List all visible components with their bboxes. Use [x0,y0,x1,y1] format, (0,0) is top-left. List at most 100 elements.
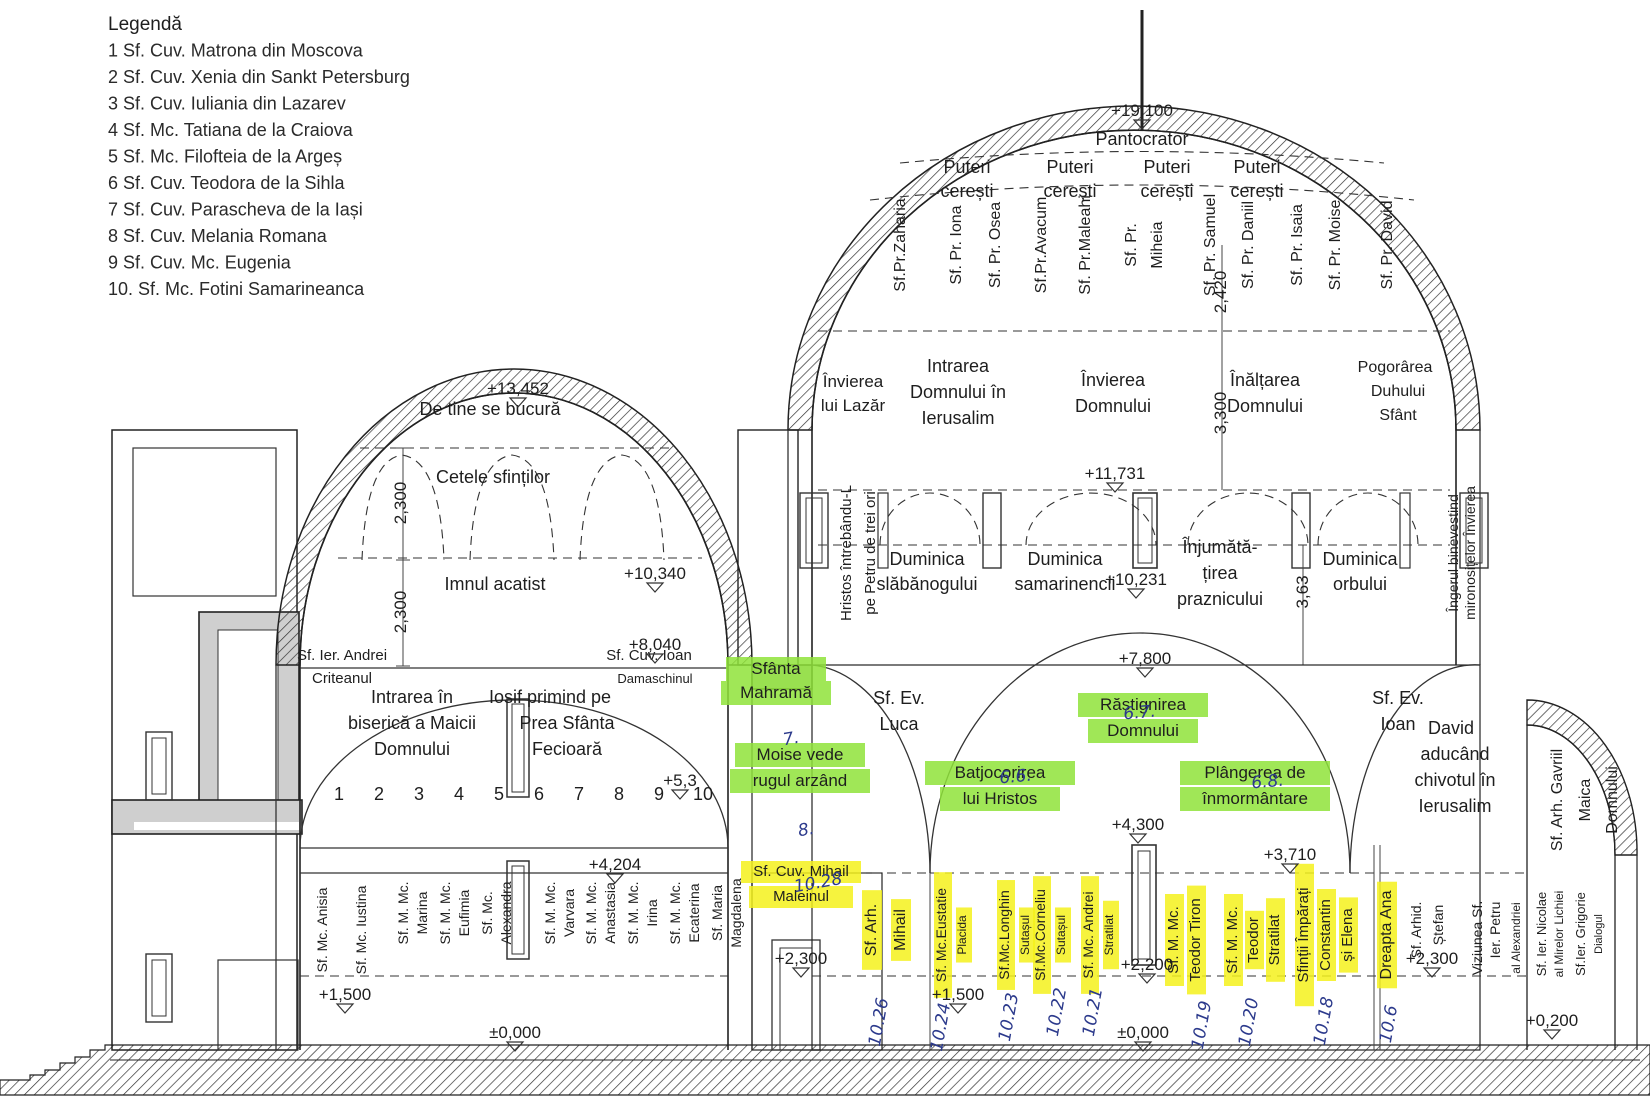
vertical-highlighted-label: Teodor Tiron [1187,898,1204,981]
iconography-label: slăbănogului [876,574,977,594]
highlighted-label: Răstignirea [1100,695,1187,714]
iconography-label: Duminica [1322,549,1398,569]
elevation-marker-icon [335,1003,355,1014]
elevation-marker-icon [645,653,665,664]
highlighted-label: Plângerea de [1204,763,1305,782]
vertical-highlighted-label: Sf. Mc.Eustatie [933,888,949,982]
vertical-highlighted-label: Sf. Mc. Andrei [1080,891,1096,978]
iconography-label: samarinencii [1014,574,1115,594]
vertical-saint-label: pe Petru de trei ori [862,491,879,614]
iconography-label: Ierusalim [1418,796,1491,816]
vertical-saint-label: al Mirelor Lichiei [1552,891,1566,978]
vertical-saint-label: Viziunea Sf. [1469,901,1485,975]
highlight-mark [741,861,861,883]
iconography-label: 9 [654,784,664,804]
highlight-mark [1224,894,1243,986]
vertical-highlighted-label: Constantin [1317,899,1334,971]
elevation-label: ±0,000 [1117,1023,1169,1042]
dimension-label: 2,420 [1211,271,1230,314]
elevation-label: +3,710 [1264,845,1316,864]
iconography-label: Pogorârea [1358,359,1433,376]
legend-item: 1 Sf. Cuv. Matrona din Moscova [108,41,364,61]
iconography-label: Domnului [1075,396,1151,416]
iconography-label: Puteri [1046,157,1093,177]
legend-item: 4 Sf. Mc. Tatiana de la Craiova [108,120,354,140]
vertical-highlighted-label: Stratilat [1102,914,1116,955]
elevation-marker-icon [508,397,528,408]
elevation-marker-icon [605,873,625,884]
vertical-saint-label: Ier. Petru [1487,902,1503,959]
vertical-saint-label: Ștefan [1430,905,1446,945]
vertical-saint-label: Sf. Pr. Daniil [1240,201,1257,289]
handwritten-number: 10.21 [1079,986,1107,1037]
vertical-highlighted-label: Sf. Arh. [863,904,880,956]
highlight-mark [726,657,826,681]
vertical-saint-label: Miheia [1149,221,1166,268]
vertical-saint-label: Maica [1577,779,1594,822]
iconography-label: cerești [1140,181,1193,201]
elevation-marker-icon [1542,1029,1562,1040]
vertical-saint-label: Domnului [1604,766,1621,834]
vertical-saint-label: Sf. M. Mc. [625,882,641,945]
vertical-saint-label: Varvara [561,889,577,937]
vertical-highlighted-label: și Elena [1339,908,1356,962]
vertical-saint-label: Marina [414,891,430,934]
vertical-highlighted-label: Sfinții Împărați [1295,887,1312,982]
handwritten-number: 6.7. [1123,702,1157,725]
highlight-mark [891,899,911,961]
vertical-saint-label: Sf. Arh. Gavriil [1549,749,1566,851]
iconography-label: cerești [1230,181,1283,201]
legend-item: 7 Sf. Cuv. Parascheva de la Iași [108,200,363,220]
vertical-saint-label: Sf. Pr. [1123,223,1140,267]
vertical-saint-label: Sf. Pr. Osea [987,202,1004,288]
iconography-label: Înjumătă- [1181,537,1257,557]
legend-item: 3 Sf. Cuv. Iuliania din Lazarev [108,94,346,114]
vertical-saint-label: Magdalena [728,878,744,947]
iconography-label: 1 [334,784,344,804]
iconography-label: Puteri [943,157,990,177]
elevation-label: +8,040 [629,635,681,654]
iconography-label: cerești [940,181,993,201]
elevation-label: +11,731 [1085,464,1146,483]
elevation-marker-icon [670,789,690,800]
highlight-mark [1377,881,1397,989]
vertical-saint-label: al Alexandriei [1509,902,1523,973]
iconography-label: 10 [693,784,713,804]
iconography-label: Învierea [822,372,884,391]
elevation-marker-icon [1137,973,1157,984]
vertical-saint-label: Anastasia [602,882,618,944]
vertical-saint-label: Sf. Arhid. [1408,902,1424,959]
vertical-saint-label: Sf.Ier. Grigorie [1573,892,1588,976]
highlight-mark [940,787,1060,811]
handwritten-number: 10.22 [1043,986,1071,1037]
vertical-highlighted-label: Sutașul [1018,915,1032,955]
highlight-mark [1245,910,1264,970]
elevation-marker-icon [1126,588,1146,599]
handwritten-number: 10.26 [865,996,893,1048]
iconography-label: Duminica [889,549,965,569]
iconography-label: lui Lazăr [821,396,886,415]
vertical-saint-label: Eufimia [456,889,472,936]
iconography-label: țirea [1202,563,1238,583]
iconography-label: Prea Sfânta [519,713,615,733]
iconography-label: 7 [574,784,584,804]
handwritten-number: 10.20 [1235,996,1263,1047]
iconography-label: Imnul acatist [444,574,545,594]
iconography-label: praznicului [1177,589,1263,609]
handwritten-number: 6.8. [1251,771,1285,794]
highlighted-label: Moise vede [757,745,844,764]
iconography-label: Sf. Ev. [873,688,925,708]
elevation-marker-icon [1133,1041,1153,1052]
highlight-mark [956,907,972,963]
vertical-saint-label: Sf. Pr.Maleahi [1077,195,1094,295]
elevation-label: +1,500 [932,985,984,1004]
legend-item: 6 Sf. Cuv. Teodora de la Sihla [108,173,345,193]
ground-hatch [0,1044,1650,1096]
iconography-label: Luca [879,714,919,734]
iconography-label: 3 [414,784,424,804]
highlight-mark [862,890,882,970]
